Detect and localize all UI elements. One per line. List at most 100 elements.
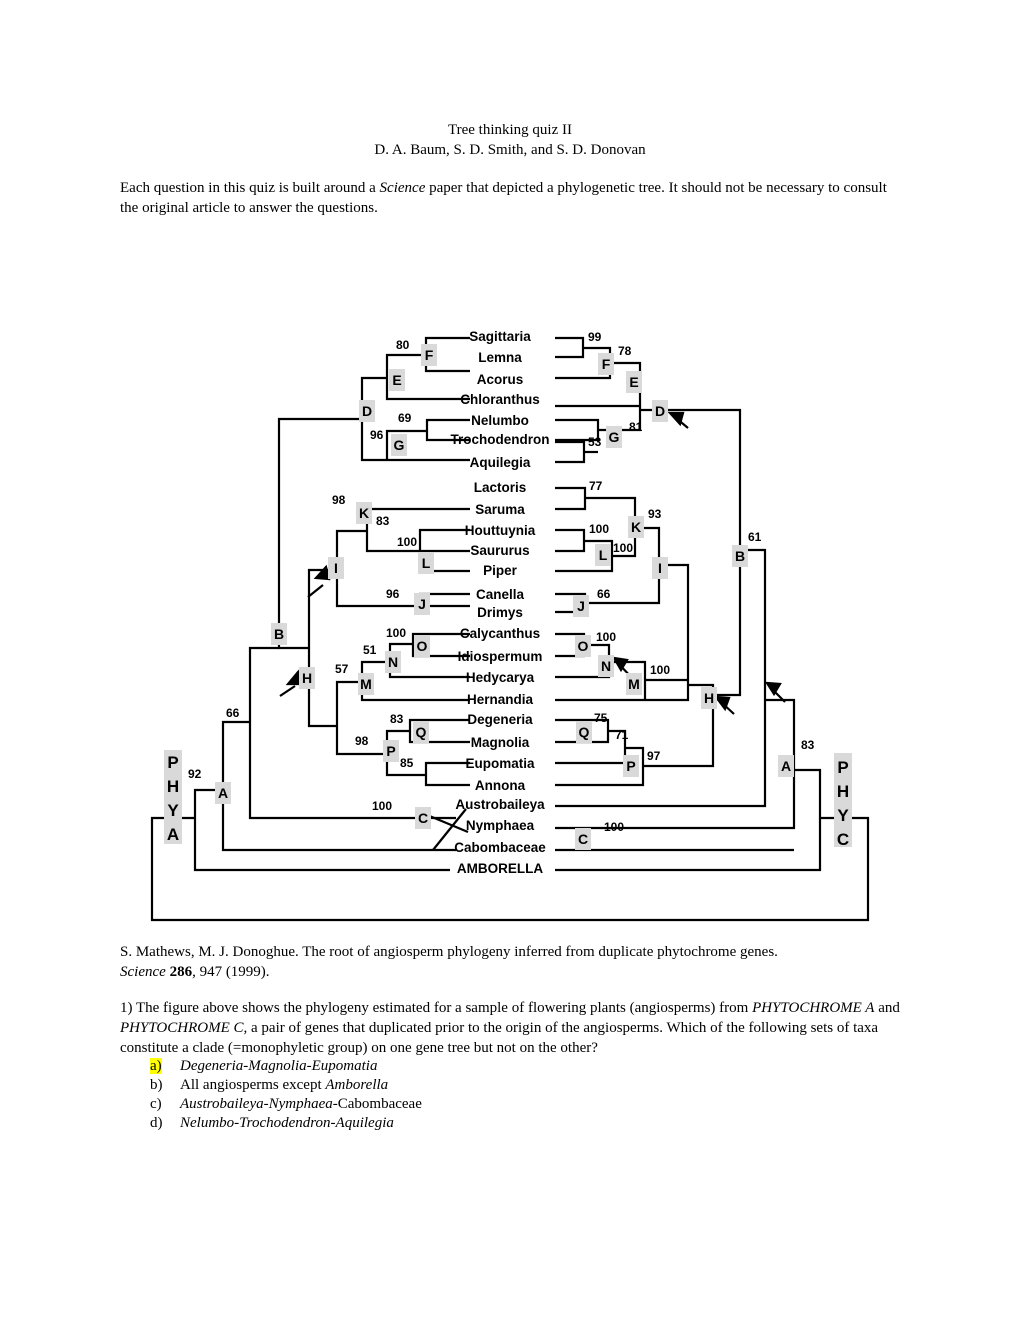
option-text: All angiosperms except bbox=[180, 1077, 326, 1093]
node-box bbox=[299, 667, 315, 689]
node-box bbox=[778, 755, 794, 777]
support-value: 98 bbox=[355, 734, 369, 748]
question-text: , a pair of genes that duplicated prior … bbox=[120, 1020, 879, 1056]
node-label: H bbox=[302, 670, 312, 686]
node-label: C bbox=[418, 810, 428, 826]
support-value: 78 bbox=[618, 344, 632, 358]
support-value: 81 bbox=[629, 420, 643, 434]
phyc-box bbox=[834, 753, 852, 847]
node-box bbox=[576, 721, 592, 743]
intro-text-1: Each question in this quiz is built arou… bbox=[120, 180, 380, 196]
taxon-label: Hedycarya bbox=[466, 670, 535, 685]
taxon-label: Aquilegia bbox=[470, 455, 531, 470]
node-label: M bbox=[360, 676, 372, 692]
support-value: 100 bbox=[596, 630, 616, 644]
support-value: 51 bbox=[363, 643, 377, 657]
support-value: 100 bbox=[386, 626, 406, 640]
node-box bbox=[215, 782, 231, 804]
intro-science: Science bbox=[379, 180, 426, 196]
node-box bbox=[359, 400, 375, 422]
taxon-label: Cabombaceae bbox=[454, 840, 546, 855]
answer-option-a[interactable]: a) Degeneria-Magnolia-Eupomatia bbox=[150, 1057, 377, 1076]
option-text: Degeneria-Magnolia-Eupomatia bbox=[180, 1058, 378, 1074]
node-box bbox=[271, 623, 287, 645]
node-box bbox=[701, 687, 717, 709]
taxon-label: Degeneria bbox=[467, 712, 533, 727]
arrows bbox=[279, 411, 786, 715]
taxon-label: Saururus bbox=[470, 543, 529, 558]
document-title: Tree thinking quiz II D. A. Baum, S. D. … bbox=[0, 120, 1020, 160]
support-value: 80 bbox=[396, 338, 410, 352]
node-box bbox=[623, 755, 639, 777]
node-box bbox=[391, 434, 407, 456]
support-value: 100 bbox=[589, 522, 609, 536]
support-value: 66 bbox=[597, 587, 611, 601]
node-box bbox=[598, 655, 614, 677]
taxon-label: Austrobaileya bbox=[455, 797, 545, 812]
node-label: J bbox=[577, 598, 585, 614]
taxon-label: Nymphaea bbox=[466, 818, 535, 833]
quiz-title: Tree thinking quiz II bbox=[447, 122, 572, 138]
phya-letter: P bbox=[167, 753, 178, 772]
taxon-label: Idiospermum bbox=[458, 649, 543, 664]
option-letter: d) bbox=[150, 1115, 163, 1131]
taxon-label: Drimys bbox=[477, 605, 523, 620]
option-italic: Austrobaileya-Nymphaea bbox=[180, 1096, 333, 1112]
support-value: 69 bbox=[398, 411, 412, 425]
node-label: N bbox=[601, 658, 611, 674]
support-value: 96 bbox=[386, 587, 400, 601]
node-label: D bbox=[362, 403, 372, 419]
question-number: 1) bbox=[120, 1000, 133, 1016]
citation: S. Mathews, M. J. Donoghue. The root of … bbox=[120, 942, 900, 982]
node-box bbox=[413, 721, 429, 743]
phyc-letter: H bbox=[837, 782, 849, 801]
taxon-label: Annona bbox=[475, 778, 526, 793]
gene-labels: P H Y A P H Y C bbox=[167, 753, 849, 849]
option-italic: Amborella bbox=[325, 1077, 389, 1093]
node-label: C bbox=[578, 831, 588, 847]
support-value: 98 bbox=[332, 493, 346, 507]
answer-option-c[interactable]: c)Austrobaileya-Nymphaea-Cabombaceae bbox=[150, 1095, 422, 1114]
support-value: 83 bbox=[376, 514, 390, 528]
support-value: 57 bbox=[335, 662, 349, 676]
node-label: E bbox=[629, 374, 638, 390]
support-values-left: 80 69 96 98 83 100 96 100 51 57 83 98 85… bbox=[188, 338, 417, 813]
option-letter: a) bbox=[150, 1058, 162, 1074]
node-box bbox=[414, 593, 430, 615]
taxon-label: Lemna bbox=[478, 350, 522, 365]
gene-boxes bbox=[164, 750, 852, 847]
support-value: 96 bbox=[370, 428, 384, 442]
support-value: 61 bbox=[748, 530, 762, 544]
support-value: 66 bbox=[226, 706, 240, 720]
node-label: M bbox=[628, 676, 640, 692]
node-box bbox=[732, 545, 748, 567]
node-label: L bbox=[599, 547, 608, 563]
taxon-label: Trochodendron bbox=[451, 432, 550, 447]
phyc-letter: C bbox=[837, 830, 849, 849]
node-label: P bbox=[626, 758, 635, 774]
node-label: A bbox=[218, 785, 228, 801]
node-box bbox=[652, 557, 668, 579]
option-letter: c) bbox=[150, 1096, 162, 1112]
node-label: K bbox=[631, 519, 641, 535]
answer-option-b[interactable]: b)All angiosperms except Amborella bbox=[150, 1076, 388, 1095]
node-box bbox=[575, 635, 591, 657]
gene-name: PHYTOCHROME A bbox=[752, 1000, 875, 1016]
node-label: O bbox=[578, 638, 589, 654]
node-label: I bbox=[334, 560, 338, 576]
question-text: and bbox=[874, 1000, 900, 1016]
node-box bbox=[626, 371, 642, 393]
option-text: Nelumbo-Trochodendron-Aquilegia bbox=[180, 1115, 394, 1131]
node-label: P bbox=[386, 743, 395, 759]
taxon-label: Eupomatia bbox=[465, 756, 535, 771]
support-value: 100 bbox=[613, 541, 633, 555]
intro-paragraph: Each question in this quiz is built arou… bbox=[120, 178, 900, 218]
node-box bbox=[573, 595, 589, 617]
answer-option-d[interactable]: d) Nelumbo-Trochodendron-Aquilegia bbox=[150, 1114, 394, 1133]
citation-volume: 286 bbox=[169, 964, 193, 980]
node-label: G bbox=[609, 429, 620, 445]
support-value: 100 bbox=[397, 535, 417, 549]
phya-letter: A bbox=[167, 825, 179, 844]
node-box bbox=[628, 516, 644, 538]
